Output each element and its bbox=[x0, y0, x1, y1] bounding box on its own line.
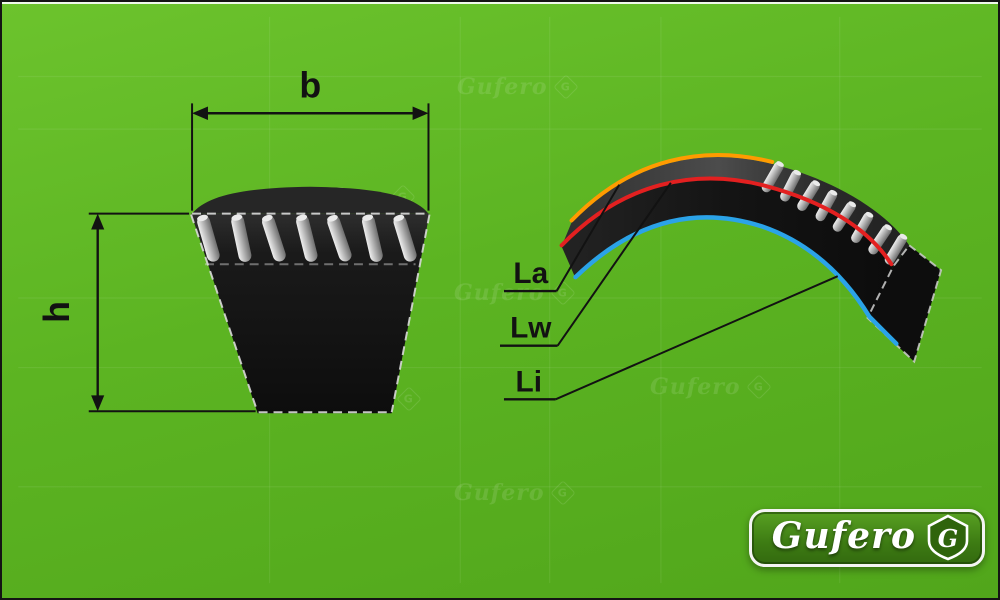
belt-3d-top-surface bbox=[561, 156, 910, 267]
belt-outline-dashed bbox=[190, 212, 431, 414]
cord-pin bbox=[884, 233, 908, 265]
label-h: h bbox=[37, 301, 77, 323]
arrowhead-right bbox=[412, 106, 429, 121]
cord-pin bbox=[851, 211, 874, 243]
dimension-h: h bbox=[37, 212, 256, 413]
cord-pin bbox=[197, 214, 220, 262]
belt-top-cap bbox=[192, 186, 429, 214]
lw-leader-line bbox=[556, 182, 672, 347]
la-leader-line bbox=[555, 184, 621, 292]
belt-3d-side-surface bbox=[561, 179, 894, 318]
cord-pin bbox=[815, 189, 838, 222]
cord-pin bbox=[868, 224, 893, 255]
end-face-outline-dashed bbox=[866, 243, 943, 364]
cord-pin bbox=[797, 180, 821, 211]
belt-cords bbox=[197, 214, 417, 262]
cord-pin bbox=[261, 214, 286, 262]
cord-pin bbox=[296, 214, 318, 262]
logo-shield-icon: G bbox=[927, 514, 969, 561]
belt-body bbox=[191, 213, 430, 414]
label-b: b bbox=[299, 65, 321, 105]
la-line bbox=[569, 153, 775, 223]
logo-monogram: G bbox=[938, 524, 959, 553]
belt-3d-cords bbox=[761, 161, 908, 265]
background-grid bbox=[18, 16, 982, 584]
belt-length-labels: La Lw Li bbox=[499, 182, 839, 401]
li-line bbox=[573, 215, 899, 346]
label-lw: Lw bbox=[510, 312, 552, 345]
arrowhead-left bbox=[192, 106, 208, 121]
arrowhead-bottom bbox=[91, 395, 105, 412]
dimension-b: b bbox=[191, 65, 430, 211]
logo-shield: G bbox=[926, 514, 970, 562]
cord-pin bbox=[327, 214, 352, 262]
cord-pin bbox=[231, 214, 252, 262]
label-li: Li bbox=[516, 365, 542, 398]
li-leader-line bbox=[555, 275, 839, 401]
arrowhead-top bbox=[91, 213, 105, 230]
cord-pin bbox=[362, 214, 383, 262]
belt-cross-section bbox=[190, 186, 431, 414]
lw-line bbox=[559, 176, 894, 267]
logo-brand-text: Gufero bbox=[771, 514, 916, 557]
label-la: La bbox=[513, 257, 548, 290]
gufero-logo: Gufero G bbox=[748, 509, 985, 567]
belt-3d bbox=[559, 153, 943, 364]
cord-pin bbox=[393, 214, 417, 262]
